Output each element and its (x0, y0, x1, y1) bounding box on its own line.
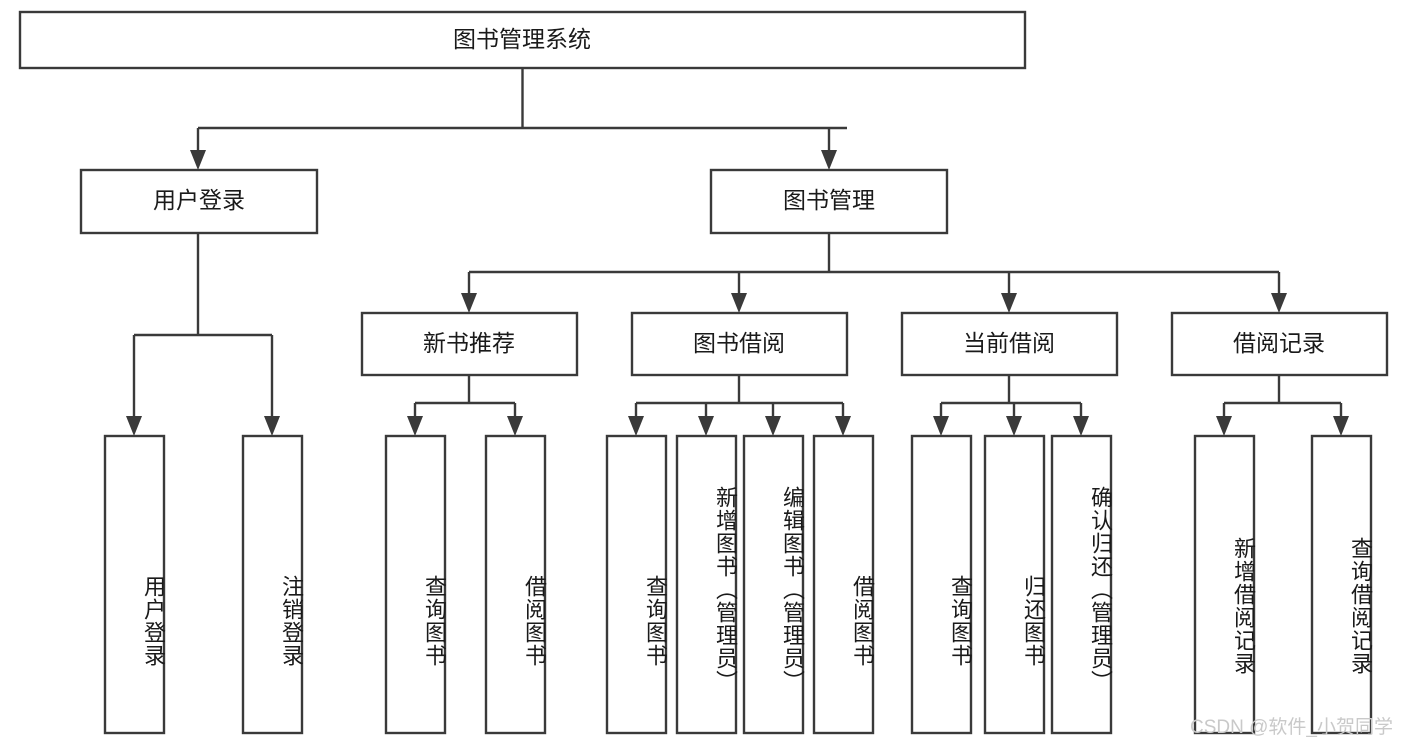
arrow-head-leaf-add-book (698, 416, 714, 436)
arrow-head-current-borrow (1001, 293, 1017, 313)
arrow-head-leaf-user-logout (264, 416, 280, 436)
node-box-book-manage[interactable] (709, 168, 949, 235)
node-box-leaf-query-record[interactable] (1310, 434, 1373, 735)
node-box-new-book-rec[interactable] (360, 311, 579, 377)
arrow-head-leaf-query-book-2 (628, 416, 644, 436)
node-box-leaf-query-book-1[interactable] (384, 434, 447, 735)
node-box-leaf-query-book-3[interactable] (910, 434, 973, 735)
node-label-book-borrow: 图书借阅 (693, 330, 785, 356)
node-box-leaf-return-book[interactable] (983, 434, 1046, 735)
arrow-head-leaf-add-record (1216, 416, 1232, 436)
node-box-leaf-confirm-return[interactable] (1050, 434, 1113, 735)
arrow-head-new-book-rec (461, 293, 477, 313)
arrow-head-leaf-borrow-book-1 (507, 416, 523, 436)
node-box-leaf-user-logout[interactable] (241, 434, 304, 735)
arrow-head-borrow-record (1271, 293, 1287, 313)
node-box-leaf-user-login[interactable] (103, 434, 166, 735)
node-box-leaf-query-book-2[interactable] (605, 434, 668, 735)
arrow-head-leaf-edit-book (765, 416, 781, 436)
node-box-current-borrow[interactable] (900, 311, 1119, 377)
arrow-head-leaf-query-book-1 (407, 416, 423, 436)
node-label-book-manage: 图书管理 (783, 187, 875, 213)
arrow-head-leaf-return-book (1006, 416, 1022, 436)
arrow-head-leaf-user-login (126, 416, 142, 436)
csdn-watermark: CSDN @软件_小贺同学 (1190, 717, 1393, 738)
node-box-borrow-record[interactable] (1170, 311, 1389, 377)
node-box-root[interactable] (18, 10, 1027, 70)
node-box-leaf-add-record[interactable] (1193, 434, 1256, 735)
arrow-head-book-manage (821, 150, 837, 170)
node-label-root: 图书管理系统 (453, 26, 591, 52)
node-box-leaf-add-book[interactable] (675, 434, 738, 735)
node-box-leaf-borrow-book-2[interactable] (812, 434, 875, 735)
nodes-layer: 图书管理系统 用户登录 图书管理 新书推荐 图书借阅 当前借阅 借阅记录 (18, 10, 1389, 735)
arrow-head-leaf-query-book-3 (933, 416, 949, 436)
node-box-user-login[interactable] (79, 168, 319, 235)
node-box-leaf-edit-book[interactable] (742, 434, 805, 735)
node-label-current-borrow: 当前借阅 (963, 330, 1055, 356)
node-label-new-book-rec: 新书推荐 (423, 330, 515, 356)
arrow-head-leaf-query-record (1333, 416, 1349, 436)
node-box-book-borrow[interactable] (630, 311, 849, 377)
node-label-user-login: 用户登录 (153, 187, 245, 213)
arrow-head-book-borrow (731, 293, 747, 313)
node-box-leaf-borrow-book-1[interactable] (484, 434, 547, 735)
arrow-head-user-login (190, 150, 206, 170)
arrow-head-leaf-confirm-return (1073, 416, 1089, 436)
node-label-borrow-record: 借阅记录 (1233, 330, 1325, 356)
connectors-layer (126, 68, 1349, 436)
arrow-head-leaf-borrow-book-2 (835, 416, 851, 436)
